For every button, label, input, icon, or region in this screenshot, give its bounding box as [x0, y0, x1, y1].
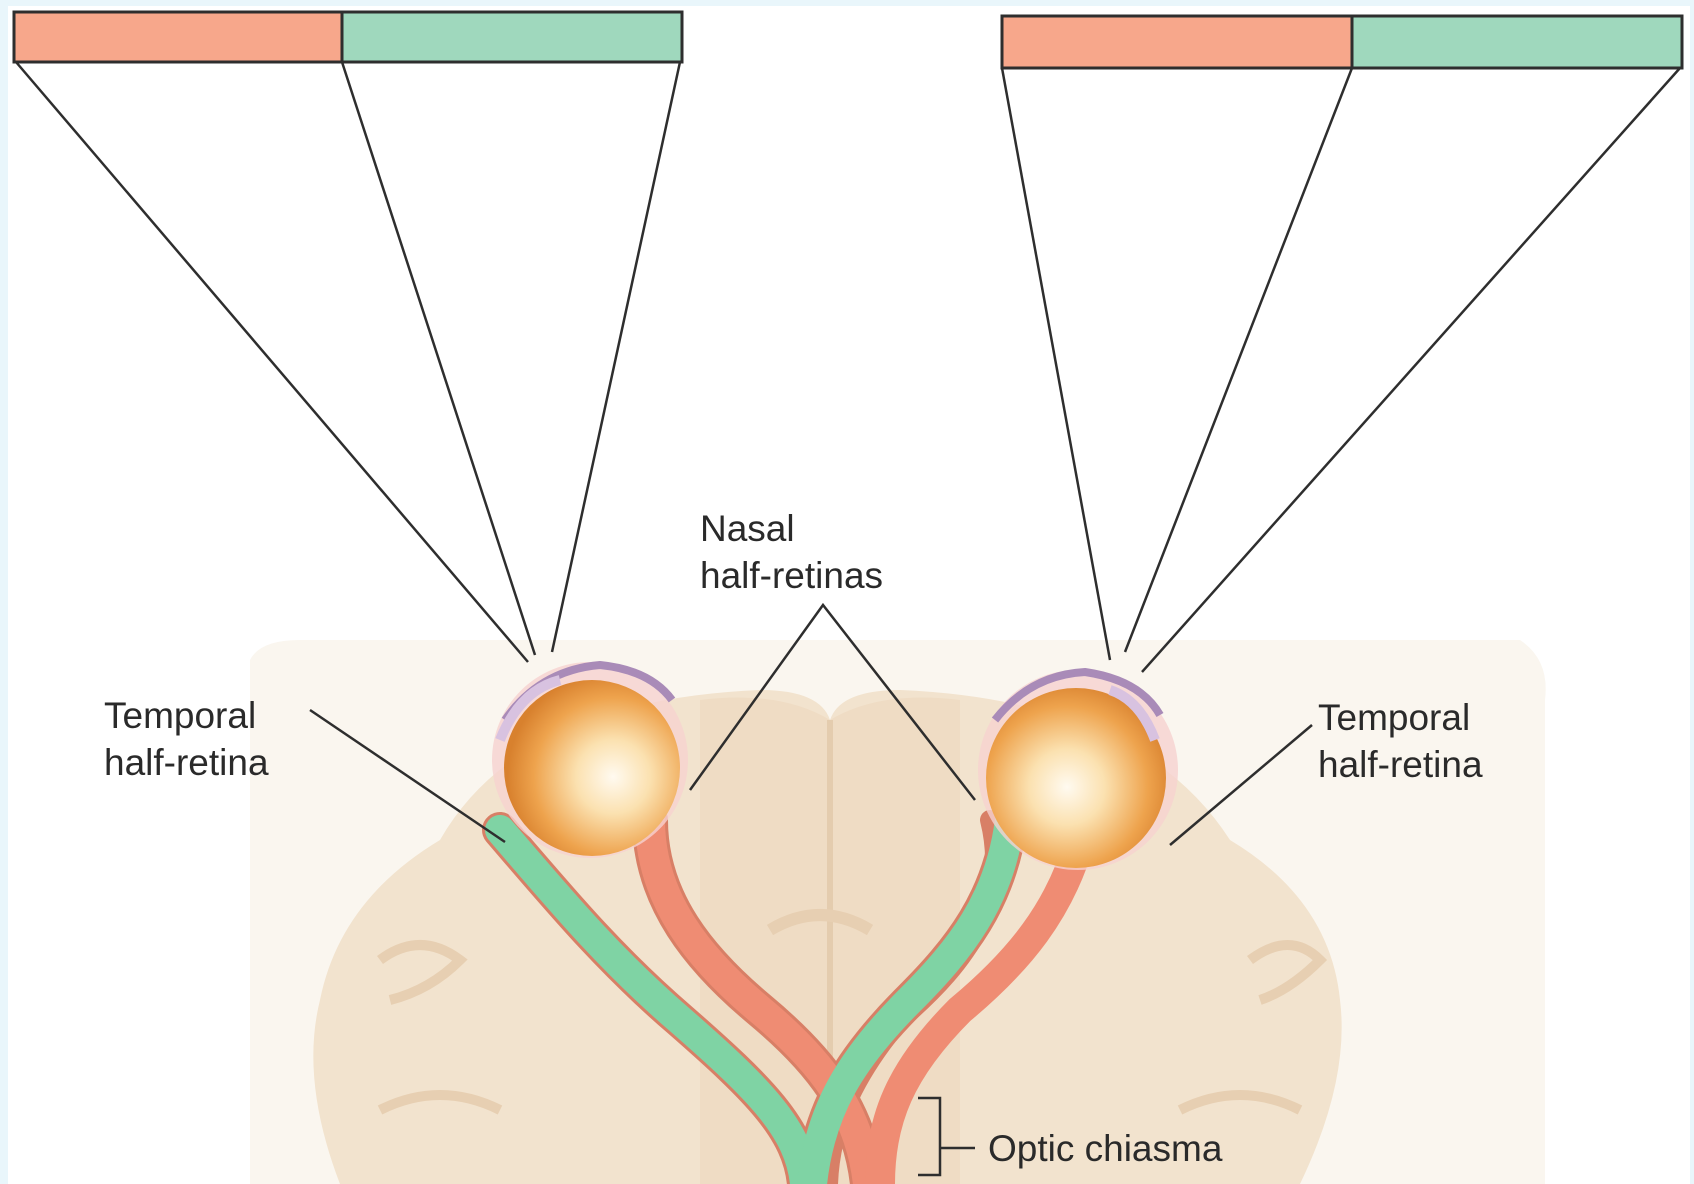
label-line: Temporal [104, 692, 269, 739]
temporal-half-retina-left-label: Temporal half-retina [104, 692, 269, 786]
right-field-nasal-segment [1352, 16, 1682, 68]
label-line: half-retina [1318, 741, 1483, 788]
temporal-half-retina-right-label: Temporal half-retina [1318, 694, 1483, 788]
right-visual-field-bar [1002, 16, 1682, 68]
label-line: Optic chiasma [988, 1125, 1222, 1172]
label-line: half-retina [104, 739, 269, 786]
optic-chiasma-label: Optic chiasma [988, 1125, 1222, 1172]
label-line: Nasal [700, 505, 883, 552]
left-visual-field-bar [14, 12, 682, 62]
label-line: half-retinas [700, 552, 883, 599]
right-field-temporal-segment [1002, 16, 1352, 68]
left-eye [492, 662, 688, 858]
label-line: Temporal [1318, 694, 1483, 741]
nasal-half-retinas-label: Nasal half-retinas [700, 505, 883, 599]
left-field-temporal-segment [14, 12, 342, 62]
right-eye [978, 670, 1178, 870]
left-field-nasal-segment [342, 12, 682, 62]
